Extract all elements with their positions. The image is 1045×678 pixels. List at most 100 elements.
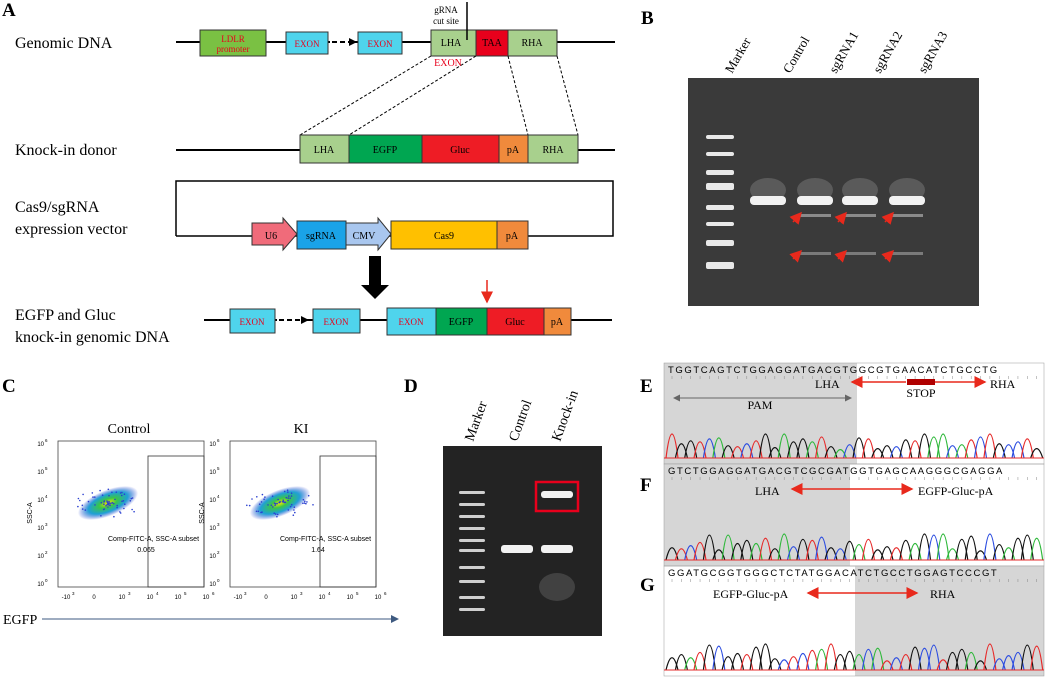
flow-event	[287, 497, 289, 499]
flow-event	[294, 506, 296, 508]
flow-x-tick-exp: 5	[356, 591, 359, 596]
gel-b-band	[891, 214, 923, 217]
lha-label-donor: LHA	[314, 145, 335, 156]
flow-event	[111, 492, 113, 494]
u6-label: U6	[265, 231, 277, 242]
flow-event	[113, 503, 115, 505]
gel-b-band	[706, 222, 734, 226]
flow-y-tick-exp: 6	[217, 438, 220, 443]
flow-y-tick-exp: 2	[217, 550, 220, 555]
flow-event	[249, 505, 251, 507]
gel-b-lane-label: Marker	[722, 34, 754, 75]
seq-g-cargo: EGFP-Gluc-pA	[713, 587, 789, 601]
gel-b-band	[706, 135, 734, 139]
flow-gate-value: 0.065	[137, 547, 155, 554]
flow-title-ki: KI	[294, 422, 309, 437]
flow-x-tick: 10	[375, 595, 382, 601]
flow-y-tick-exp: 5	[217, 466, 220, 471]
gel-b-lane-label: sgRNA3	[915, 29, 951, 76]
gel-b-band	[706, 170, 734, 175]
gel-b-band	[797, 196, 833, 205]
flow-event	[302, 503, 304, 505]
flow-event	[131, 509, 133, 511]
gel-d-lane-labels: MarkerControlKnock-in	[463, 389, 582, 444]
flow-event	[256, 511, 258, 513]
flow-event	[264, 496, 266, 498]
flow-event	[259, 503, 261, 505]
gel-b-band	[706, 183, 734, 190]
flow-event	[291, 504, 293, 506]
flow-event	[275, 513, 277, 515]
flow-event	[271, 505, 273, 507]
seq-f-cargo: EGFP-Gluc-pA	[918, 484, 994, 498]
ki-gluc-label: Gluc	[505, 317, 525, 328]
flow-y-tick: 10	[209, 498, 216, 504]
flow-event	[79, 500, 81, 502]
gel-d-band	[541, 545, 573, 553]
gel-b-lane-label: sgRNA2	[870, 29, 906, 76]
flow-event	[288, 495, 290, 497]
seq-f-lha: LHA	[755, 484, 780, 498]
flow-event	[77, 506, 79, 508]
gel-d-lane-label: Control	[507, 398, 536, 443]
flow-event	[114, 499, 116, 501]
seq-f-highlight	[664, 464, 850, 566]
flow-event	[132, 497, 134, 499]
flow-event	[293, 509, 295, 511]
gel-d-band	[501, 545, 533, 553]
gel-d-band	[459, 491, 485, 494]
flow-x-tick: -10	[234, 595, 243, 601]
gel-d-band	[459, 596, 485, 599]
seq-e-text: TGGTCAGTCTGGAGGATGACGTGGCGTGAACATCTGCCTG	[668, 365, 999, 376]
label-ki-genomic-2: knock-in genomic DNA	[15, 329, 170, 346]
flow-y-tick-exp: 3	[45, 522, 48, 527]
flow-event	[82, 494, 84, 496]
gel-d-band	[459, 549, 485, 552]
flow-x-tick: 10	[203, 595, 210, 601]
rha-label-donor: RHA	[542, 145, 564, 156]
flow-event	[306, 501, 308, 503]
flow-y-tick: 10	[37, 582, 44, 588]
flow-event	[287, 491, 289, 493]
gel-d-band	[459, 503, 485, 506]
flow-event	[106, 504, 108, 506]
egfp-axis-title: EGFP	[3, 613, 37, 628]
flow-event	[262, 494, 264, 496]
flow-event	[246, 505, 248, 507]
ki-egfp-label: EGFP	[449, 317, 474, 328]
flow-event	[88, 501, 90, 503]
flow-event	[92, 492, 94, 494]
flow-event	[251, 498, 253, 500]
gel-d-band	[541, 491, 573, 498]
label-ki-genomic-1: EGFP and Gluc	[15, 307, 116, 324]
flow-event	[119, 511, 121, 513]
flow-event	[258, 511, 260, 513]
seq-f-text: GTCTGGAGGATGACGTCGCGATGGTGAGCAAGGGCGAGGA	[668, 466, 1004, 477]
gel-b-band	[706, 152, 734, 156]
ki-dash-arrow-icon	[301, 316, 309, 324]
flow-title-control: Control	[108, 422, 151, 437]
gel-b-band	[889, 196, 925, 205]
flow-event	[113, 516, 115, 518]
flow-x-tick-exp: 6	[384, 591, 387, 596]
flow-x-tick-exp: 4	[328, 591, 331, 596]
gel-b-lane-label: Control	[780, 33, 813, 75]
flow-event	[85, 509, 87, 511]
flow-event	[121, 495, 123, 497]
flow-event	[304, 501, 306, 503]
flow-event	[267, 504, 269, 506]
exon-label-1: EXON	[295, 39, 320, 49]
flow-x-tick-exp: 4	[156, 591, 159, 596]
flow-event	[279, 502, 281, 504]
flow-event	[116, 507, 118, 509]
flow-event	[308, 495, 310, 497]
gel-d-band	[459, 539, 485, 542]
flow-x-tick: 10	[175, 595, 182, 601]
dash-arrow-icon	[349, 38, 357, 46]
flow-y-axis-label: SSC-A	[27, 502, 34, 524]
flow-event	[78, 498, 80, 500]
seq-g-text: GGATGCGGTGGGCTCTATGGACATCTGCCTGGAGTCCCGT	[668, 568, 998, 579]
flow-y-tick-exp: 2	[45, 550, 48, 555]
flow-x-tick: 10	[347, 595, 354, 601]
flow-y-tick-exp: 0	[217, 578, 220, 583]
